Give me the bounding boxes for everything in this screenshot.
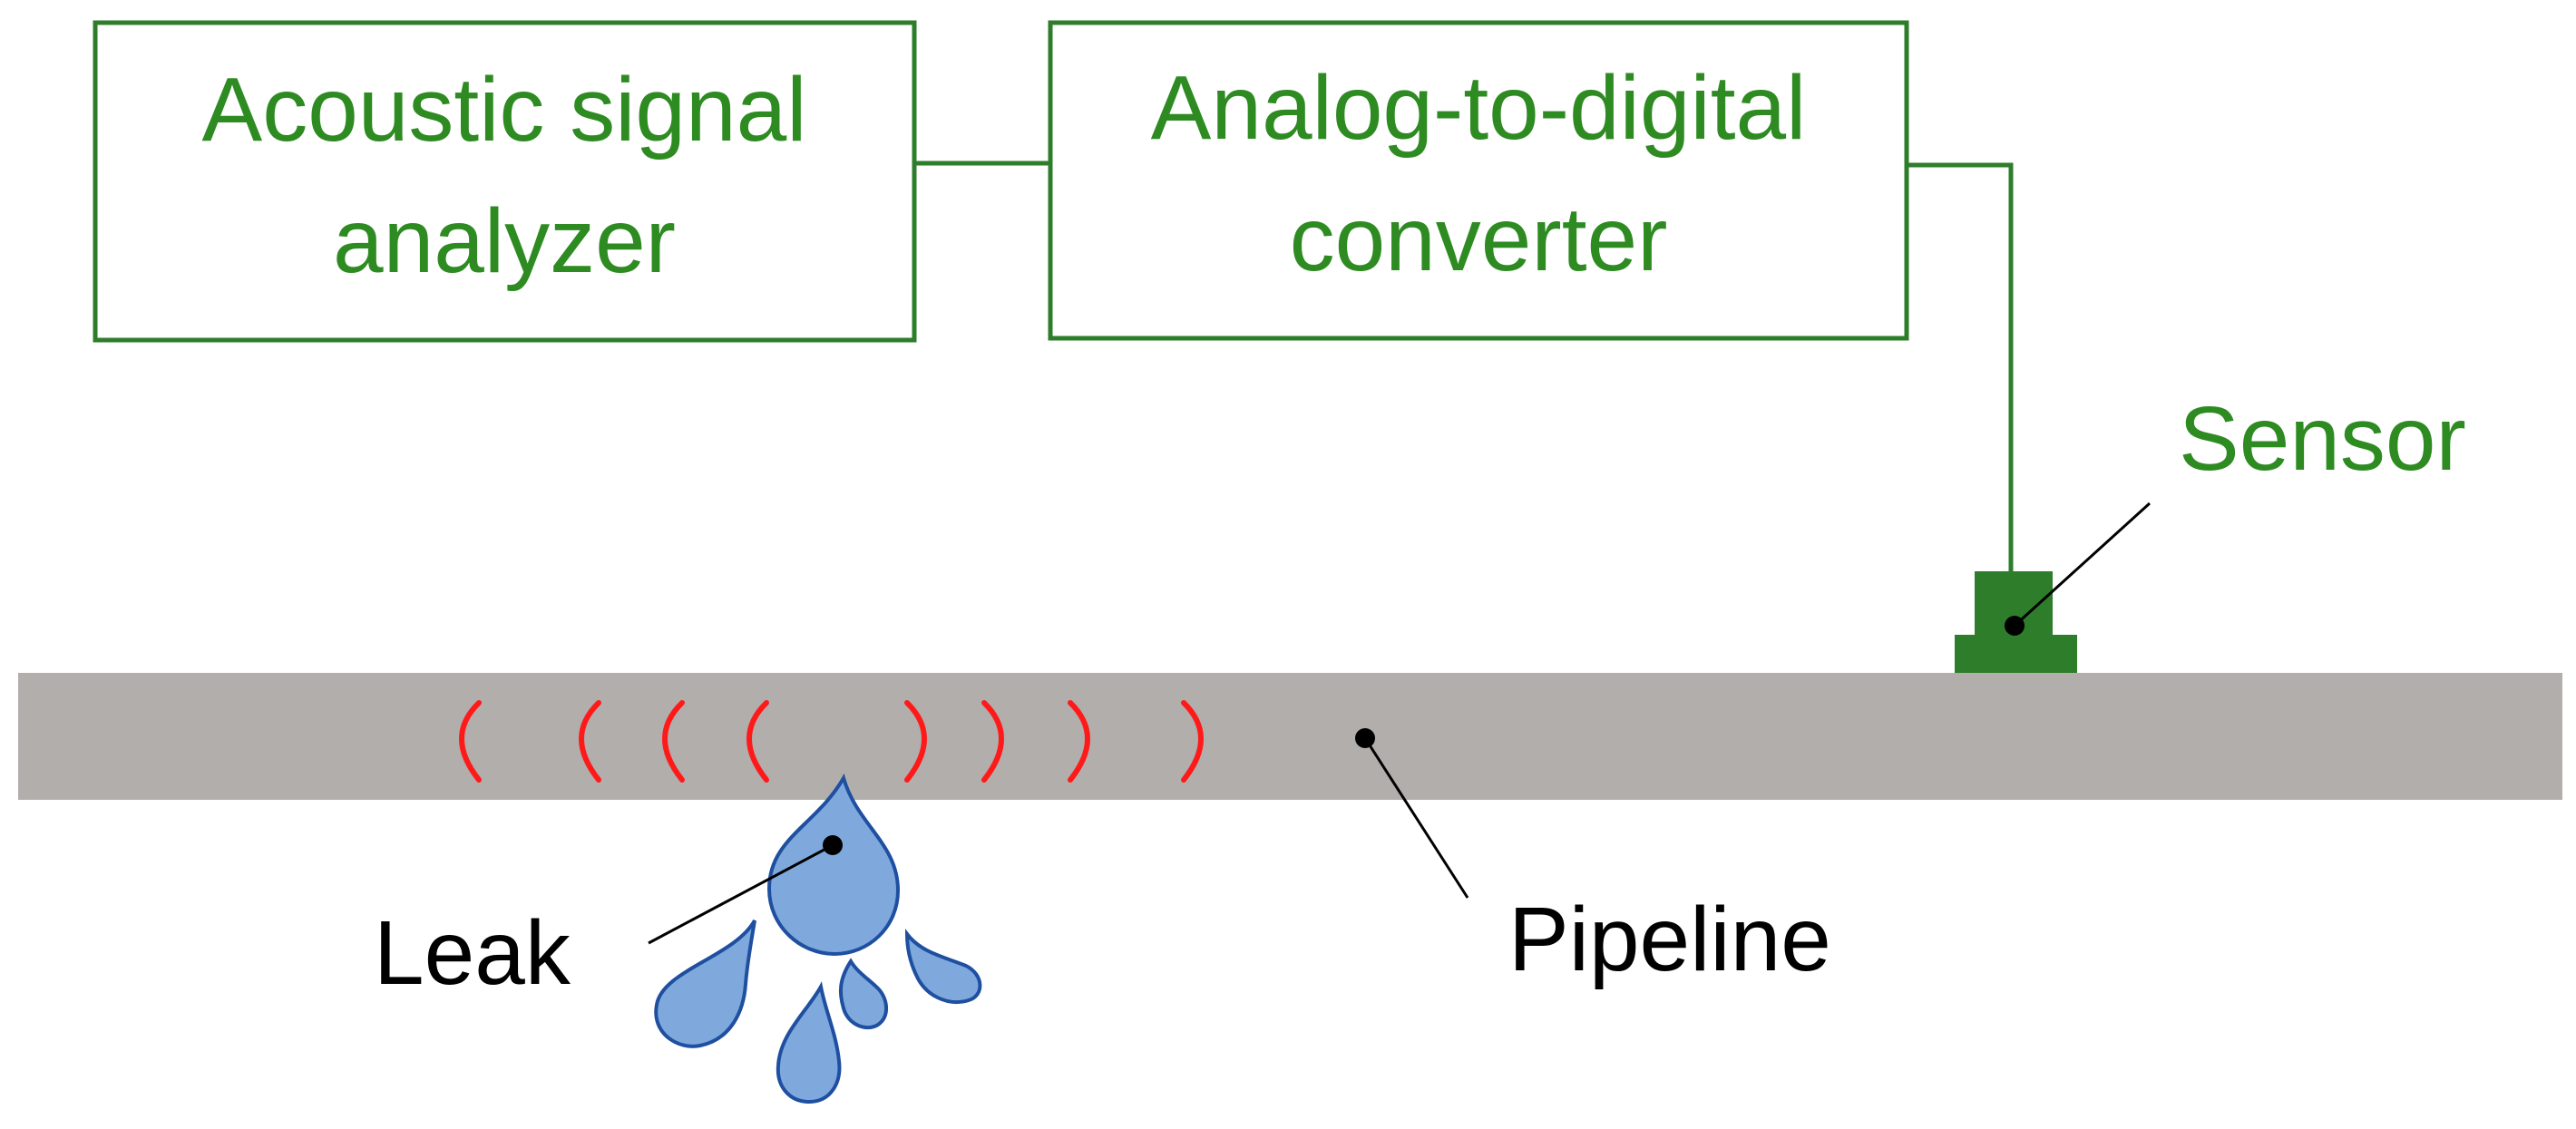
water-drop-icon bbox=[654, 773, 982, 1105]
drop-main bbox=[766, 773, 901, 957]
converter-box-border bbox=[1048, 20, 1909, 341]
analyzer-box-label-line1: Acoustic signal bbox=[202, 59, 807, 161]
wave-right-4 bbox=[1181, 700, 1204, 783]
drop-right bbox=[904, 929, 982, 1004]
connector-converter-sensor bbox=[1907, 162, 2014, 573]
pipeline-leader-line bbox=[1363, 737, 1469, 899]
leak-leader-line bbox=[648, 843, 834, 945]
sensor-leader-line bbox=[2013, 501, 2152, 628]
sensor-label: Sensor bbox=[2179, 388, 2466, 490]
converter-box: Analog-to-digital converter bbox=[1048, 20, 1909, 341]
analyzer-box: Acoustic signal analyzer bbox=[93, 20, 917, 343]
wave-right-2 bbox=[981, 700, 1004, 783]
drop-bottom bbox=[776, 981, 842, 1105]
drop-center bbox=[838, 958, 888, 1030]
pipeline-body bbox=[18, 673, 2562, 800]
wave-right-3 bbox=[1068, 700, 1090, 783]
converter-box-label-line1: Analog-to-digital bbox=[1151, 57, 1807, 159]
analyzer-box-border bbox=[93, 20, 917, 343]
wave-right-1 bbox=[904, 700, 927, 783]
connector-lines bbox=[914, 161, 2014, 573]
converter-box-label-line2: converter bbox=[1290, 189, 1668, 290]
acoustic-wave-icon bbox=[459, 700, 1204, 783]
wave-left-2 bbox=[579, 700, 601, 783]
drop-left bbox=[654, 919, 756, 1048]
leak-label: Leak bbox=[374, 902, 571, 1004]
analyzer-box-label-line2: analyzer bbox=[333, 190, 676, 292]
sensor-base bbox=[1955, 635, 2077, 673]
wave-left-4 bbox=[746, 700, 769, 783]
wave-left-1 bbox=[459, 700, 482, 783]
wave-left-3 bbox=[662, 700, 685, 783]
leak-dot bbox=[823, 835, 843, 855]
pipeline-label: Pipeline bbox=[1508, 889, 1831, 990]
